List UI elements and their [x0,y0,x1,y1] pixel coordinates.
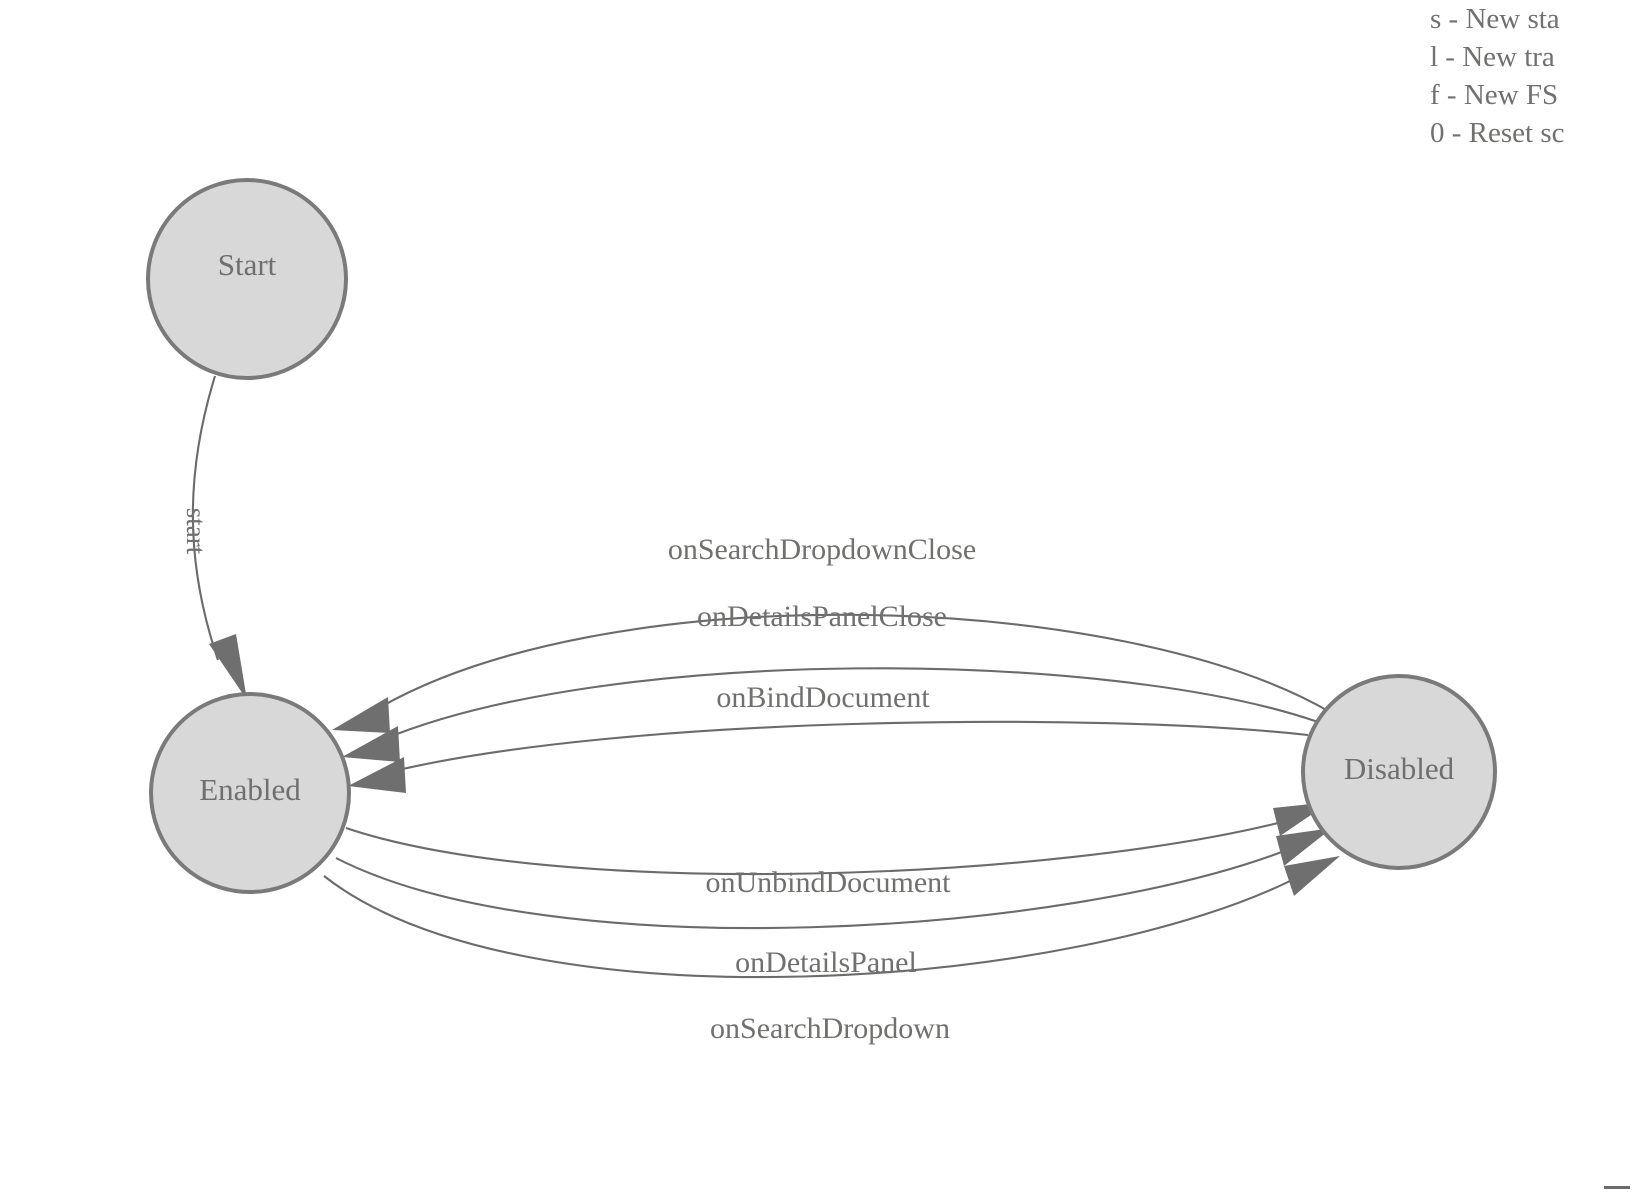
state-enabled-circle[interactable] [149,692,351,894]
transition-onbinddocument-path[interactable] [389,720,1309,774]
transition-label-onsearchdropdownclose: onSearchDropdownClose [668,533,976,566]
transition-onbinddocument[interactable] [348,720,1309,793]
state-node-enabled[interactable]: Enabled [149,692,351,894]
transition-label-onbinddocument: onBindDocument [716,681,930,714]
corner-marker [1604,1186,1630,1189]
transition-label-ondetailspanel: onDetailsPanel [735,946,917,979]
transition-ondetailspanel-arrowhead [1276,828,1332,866]
transition-start[interactable] [191,375,247,700]
state-node-disabled[interactable]: Disabled [1301,674,1497,870]
transition-onsearchdropdown-path[interactable] [323,875,1301,979]
transition-label-start: start [181,508,211,555]
transition-ondetailspanelclose-path[interactable] [381,667,1319,741]
transition-onsearchdropdownclose[interactable] [332,613,1331,733]
state-start-label: Start [218,247,277,282]
transition-onunbinddocument[interactable] [345,802,1330,876]
transition-ondetailspanelclose-arrowhead [342,726,400,762]
help-line-new-state: s - New sta [1430,3,1560,35]
help-line-reset-scene: 0 - Reset sc [1430,117,1565,149]
transition-label-ondetailspanelclose: onDetailsPanelClose [697,600,947,633]
transition-onsearchdropdown-arrowhead [1284,856,1340,896]
transition-onbinddocument-arrowhead [348,757,406,793]
transition-ondetailspanel-path[interactable] [335,847,1293,930]
transition-onsearchdropdown[interactable] [323,856,1340,979]
transition-ondetailspanel[interactable] [335,828,1332,930]
transition-onsearchdropdownclose-path[interactable] [371,613,1331,713]
transition-start-path[interactable] [191,375,219,661]
state-disabled-circle[interactable] [1301,674,1497,870]
help-line-new-transition: l - New tra [1430,41,1555,73]
state-node-start[interactable]: Start [146,178,348,380]
state-start-circle[interactable] [146,178,348,380]
state-enabled-label: Enabled [199,772,301,807]
transition-ondetailspanelclose[interactable] [342,667,1319,762]
transition-onunbinddocument-path[interactable] [345,818,1291,876]
transition-label-onunbinddocument: onUnbindDocument [706,866,952,899]
state-disabled-label: Disabled [1344,751,1455,786]
help-legend: s - New sta l - New tra f - New FS 0 - R… [1430,0,1632,152]
transition-label-onsearchdropdown: onSearchDropdown [710,1012,950,1045]
help-line-new-fsm: f - New FS [1430,79,1559,111]
transition-start-arrowhead [209,634,247,700]
transition-onsearchdropdownclose-arrowhead [332,697,390,733]
